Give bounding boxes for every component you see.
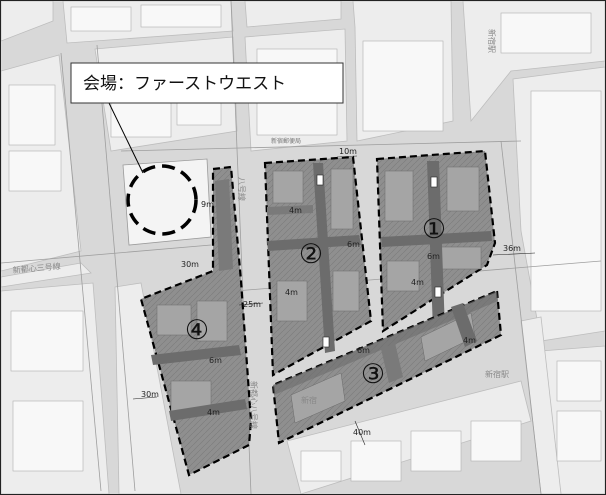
dim-d4-4m: 4m — [207, 408, 220, 417]
district-3-number: ③ — [361, 359, 385, 390]
dim-bottom-40m: 40m — [353, 428, 371, 437]
district-2 — [263, 155, 373, 377]
dim-left-30m-lower: 30m — [141, 390, 159, 399]
venue-site — [122, 158, 212, 246]
dim-center-25m: 25m — [243, 300, 261, 309]
dim-right-36m: 36m — [503, 244, 521, 253]
district-2-number: ② — [299, 239, 323, 270]
dim-d1-6m: 6m — [427, 252, 440, 261]
district-numbers: ① ② ③ ④ — [185, 214, 446, 390]
street-ekimae: 新宿駅 — [485, 369, 509, 379]
district-4 — [139, 165, 253, 477]
building-label: 新宿郵便局 — [271, 137, 301, 145]
dim-d1-4m: 4m — [411, 278, 424, 287]
dimension-labels: 10m 36m 30m 25m 30m 40m 6m 4m 4m 6m 4m 6… — [132, 147, 536, 446]
dim-d3-4m: 4m — [463, 336, 476, 345]
dim-d2-4m-top: 4m — [289, 206, 302, 215]
street-station-right: 新宿駅 — [487, 29, 497, 53]
street-hachigo-lower: 新都心八号線 — [249, 381, 259, 429]
street-shinjuku-left: 新宿 — [301, 395, 317, 405]
callout-box — [70, 62, 344, 104]
street-labels: 新都心三号線 八号線 新都心八号線 新宿駅 新宿駅 新宿 新宿郵便局 — [12, 29, 509, 429]
venue-circle — [126, 164, 198, 236]
district-3 — [271, 289, 503, 445]
dim-d4-6m: 6m — [209, 356, 222, 365]
dim-d3-6m: 6m — [357, 346, 370, 355]
street-sanjo: 新都心三号線 — [12, 261, 61, 275]
venue-callout: 会場：ファーストウエスト — [70, 62, 344, 174]
district-4-number: ④ — [185, 315, 209, 346]
dim-top-10m: 10m — [339, 147, 357, 156]
district-1 — [375, 149, 497, 333]
dim-d2-4m-left: 4m — [285, 288, 298, 297]
dim-venue-9m: 9m — [201, 200, 214, 209]
dim-left-30m-upper: 30m — [181, 260, 199, 269]
dim-d2-6m: 6m — [347, 240, 360, 249]
callout-label: 会場：ファーストウエスト — [83, 74, 286, 94]
district-1-number: ① — [422, 214, 446, 245]
street-hachigo-upper: 八号線 — [237, 177, 247, 201]
